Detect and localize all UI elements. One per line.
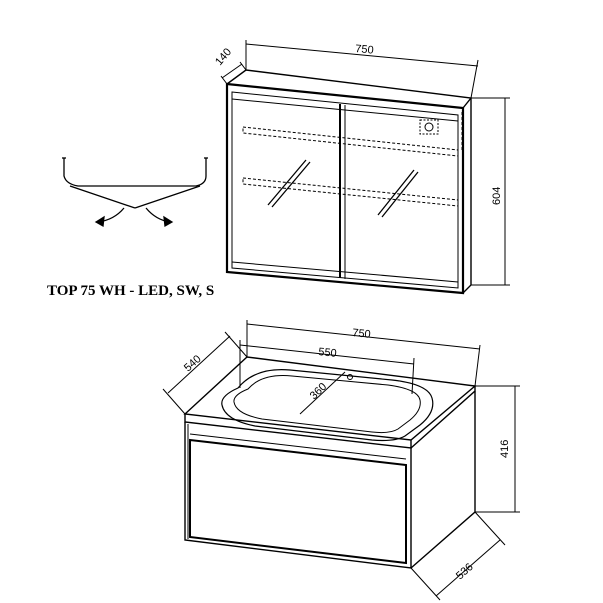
vanity-unit: [183, 356, 477, 569]
vanity-height-label: 416: [499, 440, 511, 458]
basin-width-label: 550: [318, 346, 338, 360]
mirror-depth-label: 140: [213, 46, 234, 68]
basin-depth-label: 360: [308, 381, 330, 402]
mirror-width-label: 750: [355, 43, 374, 57]
mirror-height-label: 604: [491, 187, 503, 205]
product-title: TOP 75 WH - LED, SW, S: [47, 283, 215, 299]
mirror-dimension-lines: [220, 40, 510, 286]
vanity-dimension-lines: [162, 320, 520, 601]
vanity-width-label: 750: [352, 327, 372, 341]
vanity-depth-label: 540: [182, 353, 204, 374]
door-swing-icon: [62, 157, 208, 228]
mirror-cabinet: [225, 69, 473, 295]
